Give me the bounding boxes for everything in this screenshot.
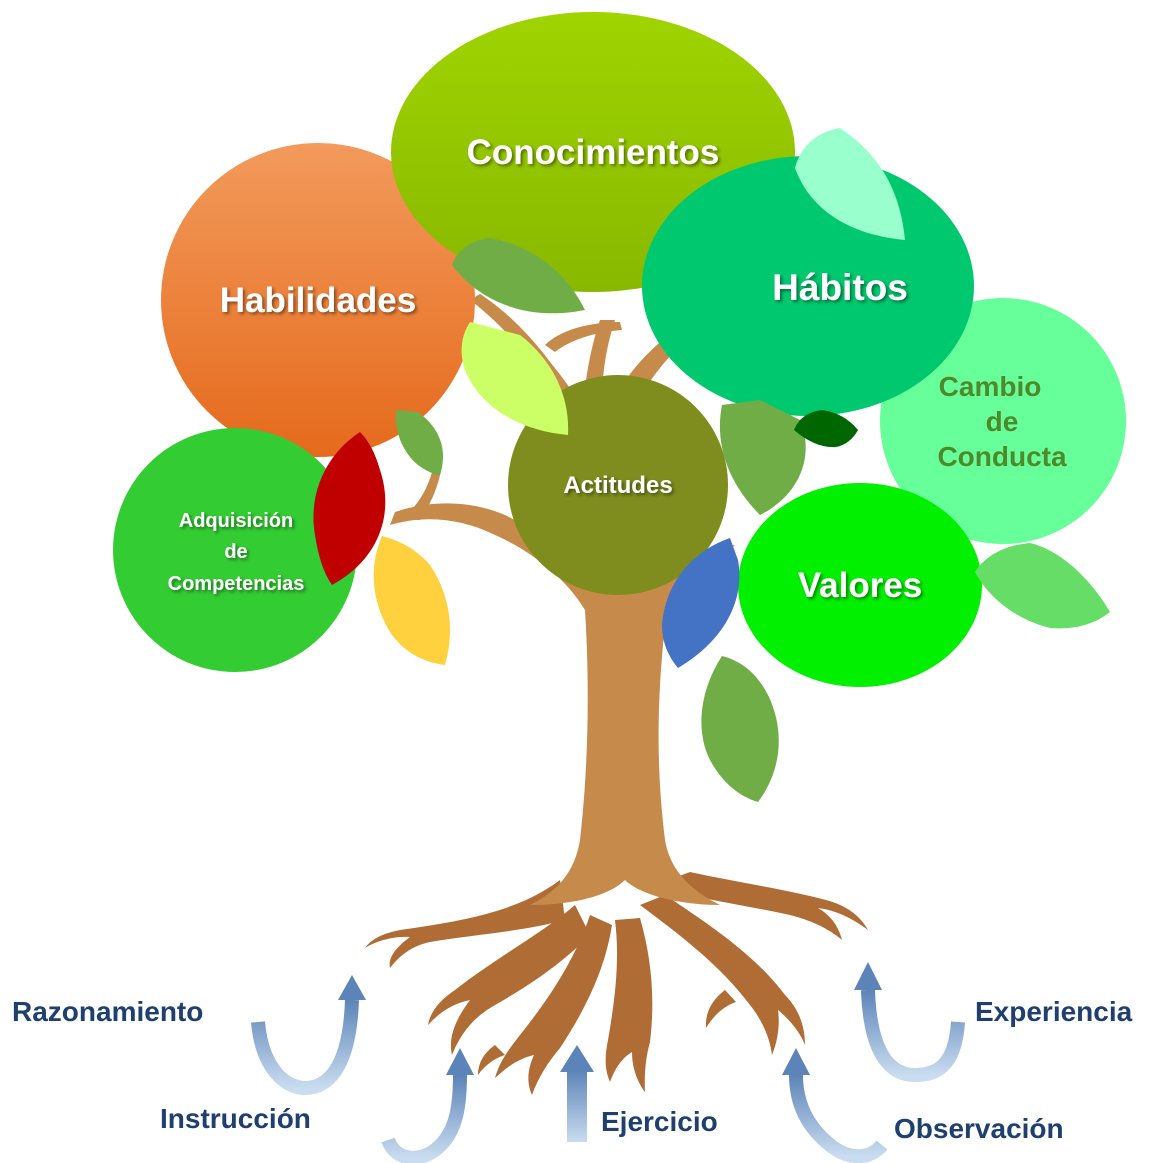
leaf-green-small — [395, 410, 444, 475]
root-arrows — [251, 962, 965, 1163]
label-ejercicio: Ejercicio — [601, 1106, 718, 1137]
label-adquisicion-line1: Adquisición — [179, 510, 293, 532]
label-experiencia: Experiencia — [975, 996, 1133, 1027]
leaf-green-top — [452, 238, 585, 314]
leaf-yellow — [373, 536, 450, 665]
label-actitudes: Actitudes — [563, 472, 672, 499]
tree-roots — [365, 872, 868, 1095]
leaf-lime — [461, 322, 569, 435]
label-adquisicion-line2: de — [224, 541, 247, 563]
arrow-ejercicio — [560, 1045, 594, 1142]
leaf-blue — [662, 538, 740, 668]
label-habilidades: Habilidades — [220, 281, 416, 320]
leaves — [313, 128, 1110, 802]
arrow-observacion — [782, 1048, 888, 1163]
label-conocimientos: Conocimientos — [467, 133, 720, 172]
leaf-dark-green — [794, 410, 858, 448]
leaf-mint — [795, 128, 905, 240]
label-cambio-line3: Conducta — [937, 441, 1067, 472]
label-instruccion: Instrucción — [160, 1103, 311, 1134]
arrow-razonamiento — [251, 975, 366, 1096]
root-labels: Razonamiento Instrucción Ejercicio Exper… — [12, 996, 1133, 1144]
label-cambio-line1: Cambio — [939, 371, 1042, 402]
leaf-green-bottom — [701, 656, 779, 802]
leaf-light-green — [975, 543, 1110, 629]
bubble-valores: Valores — [738, 483, 982, 687]
leaf-red — [313, 432, 386, 585]
bubble-habitos: Hábitos — [642, 156, 974, 416]
label-habitos: Hábitos — [772, 267, 908, 308]
label-cambio-line2: de — [986, 406, 1019, 437]
arrow-experiencia — [854, 962, 965, 1083]
arrow-instruccion — [381, 1048, 474, 1163]
leaf-green-right — [719, 400, 806, 515]
bubble-adquisicion: Adquisición de Competencias — [113, 428, 357, 672]
bubble-habilidades: Habilidades — [161, 143, 475, 457]
label-observacion: Observación — [894, 1113, 1064, 1144]
label-valores: Valores — [798, 566, 923, 605]
label-razonamiento: Razonamiento — [12, 996, 203, 1027]
label-adquisicion-line3: Competencias — [168, 573, 305, 595]
